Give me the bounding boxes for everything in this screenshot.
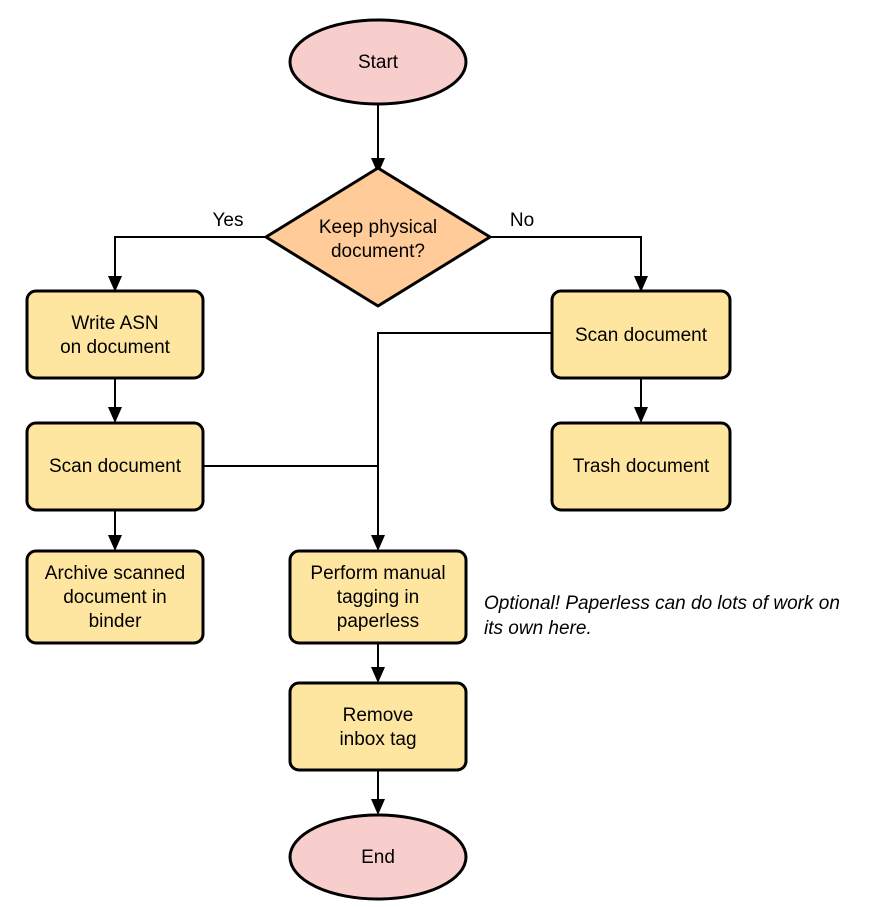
node-scan-document-right-label: Scan document (575, 325, 708, 346)
process-box (25, 289, 205, 380)
arrow-head-icon (371, 667, 385, 683)
node-decision-label-line1: Keep physical (319, 217, 437, 238)
process-box (550, 289, 732, 380)
node-archive-label-line1: Archive scanned (45, 563, 185, 584)
node-scan-document-left[interactable]: Scan document (25, 421, 205, 512)
arrow-head-icon (371, 799, 385, 815)
decision-diamond (264, 166, 492, 308)
process-box (25, 549, 205, 645)
process-box (288, 681, 468, 772)
node-write-asn-label-line1: Write ASN (71, 313, 158, 334)
node-archive-scanned-document-in-binder[interactable]: Archive scanned document in binder (25, 549, 205, 645)
node-write-asn-on-document[interactable]: Write ASN on document (25, 289, 205, 380)
edge-start-to-decision (371, 104, 385, 174)
node-remove-inbox-label-line2: inbox tag (339, 729, 416, 750)
arrow-head-icon (371, 535, 385, 551)
start-ellipse (288, 18, 468, 106)
node-start[interactable]: Start (288, 18, 468, 106)
node-write-asn-label-line2: on document (60, 337, 171, 358)
edge-label-no: No (510, 210, 534, 231)
process-box (288, 549, 468, 645)
node-decision-keep-physical-document[interactable]: Keep physical document? (264, 166, 492, 308)
node-end[interactable]: End (288, 813, 468, 901)
node-tagging-label-line1: Perform manual (310, 563, 445, 584)
edge-decision-yes (108, 236, 265, 292)
node-remove-inbox-tag[interactable]: Remove inbox tag (288, 681, 468, 772)
edge-scanright-to-trash (634, 378, 648, 423)
node-trash-document[interactable]: Trash document (550, 421, 732, 512)
edge-removeinbox-to-end (371, 770, 385, 815)
node-scan-document-right[interactable]: Scan document (550, 289, 732, 380)
annotation-line2: its own here. (484, 618, 592, 639)
edge-scanleft-to-tagging (203, 465, 385, 551)
node-decision-label-line2: document? (331, 241, 425, 262)
arrow-head-icon (108, 535, 122, 551)
edge-scanleft-to-archive (108, 510, 122, 551)
edge-decision-no (490, 236, 648, 292)
node-archive-label-line3: binder (89, 611, 142, 632)
annotation-optional-paperless: Optional! Paperless can do lots of work … (484, 593, 840, 639)
node-remove-inbox-label-line1: Remove (343, 705, 414, 726)
node-perform-manual-tagging[interactable]: Perform manual tagging in paperless (288, 549, 468, 645)
edge-tagging-to-removeinbox (371, 643, 385, 683)
node-trash-document-label: Trash document (573, 456, 710, 477)
arrow-head-icon (634, 276, 648, 292)
node-tagging-label-line3: paperless (337, 611, 419, 632)
process-box (550, 421, 732, 512)
process-box (25, 421, 205, 512)
arrow-head-icon (634, 407, 648, 423)
arrow-head-icon (371, 158, 385, 174)
annotation-line1: Optional! Paperless can do lots of work … (484, 593, 840, 614)
edge-writeasn-to-scanleft (108, 378, 122, 423)
edge-scanright-to-tagging (377, 332, 552, 540)
node-archive-label-line2: document in (63, 587, 167, 608)
node-end-label: End (361, 847, 395, 868)
arrow-head-icon (108, 407, 122, 423)
node-scan-document-left-label: Scan document (49, 456, 182, 477)
arrow-head-icon (108, 276, 122, 292)
end-ellipse (288, 813, 468, 901)
node-tagging-label-line2: tagging in (337, 587, 419, 608)
edge-label-yes: Yes (213, 210, 244, 231)
node-start-label: Start (358, 52, 399, 73)
